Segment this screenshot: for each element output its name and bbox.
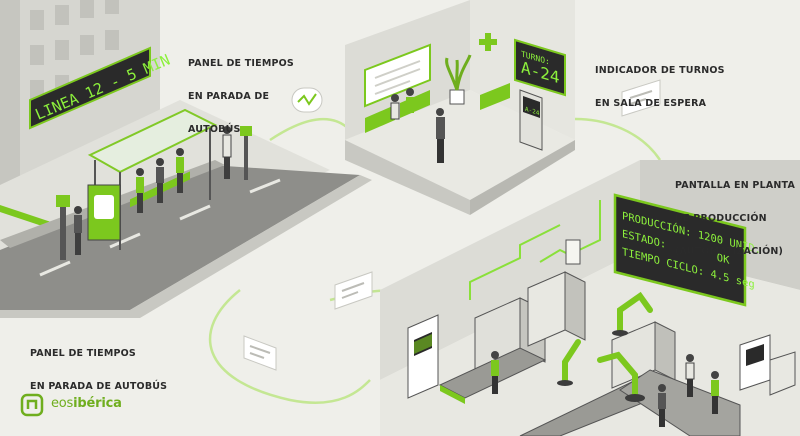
label-bus-bottom-line-2: EN PARADA DE AUTOBÚS bbox=[30, 381, 168, 392]
control-cabinet bbox=[407, 314, 439, 399]
brand-logo: eosibérica bbox=[46, 396, 122, 411]
factory-workers bbox=[491, 351, 719, 427]
production-display: PRODUCCIÓN: 1200 UNID. ESTADO: OK TIEMPO… bbox=[613, 193, 761, 307]
robot-arm bbox=[562, 291, 653, 398]
label-bus-top: PANEL DE TIEMPOS EN PARADA DE AUTOBÚS bbox=[188, 36, 294, 146]
brand-name: eosibérica bbox=[51, 396, 122, 411]
label-bus-top-line-2: EN PARADA DE bbox=[188, 91, 270, 102]
factory-machines bbox=[474, 271, 676, 389]
label-waiting-line-1: INDICADOR DE TURNOS bbox=[595, 65, 725, 76]
operator-console bbox=[739, 334, 796, 396]
plant-icon bbox=[445, 54, 472, 105]
label-bus-bottom-line-1: PANEL DE TIEMPOS bbox=[30, 348, 136, 359]
label-factory-line-3: (AUTOMATIZACIÓN) bbox=[675, 246, 784, 257]
kiosk-value: A-24 bbox=[525, 106, 540, 118]
waiting-passengers bbox=[74, 126, 232, 255]
label-waiting-room: INDICADOR DE TURNOS EN SALA DE ESPERA bbox=[595, 43, 725, 120]
bus-stop-scene: LINEA 12 - 5 MIN bbox=[0, 0, 372, 318]
label-factory: PANTALLA EN PLANTA DE PRODUCCIÓN (AUTOMA… bbox=[675, 158, 795, 268]
waiting-people bbox=[390, 88, 445, 163]
waiting-room-scene: TURNO: A-24 A-24 bbox=[345, 0, 575, 215]
factory-scene: PRODUCCIÓN: 1200 UNID. ESTADO: OK TIEMPO… bbox=[380, 160, 800, 436]
cross-icon bbox=[479, 33, 497, 51]
label-factory-line-2: DE PRODUCCIÓN bbox=[675, 213, 767, 224]
brand-name-part2: ibérica bbox=[73, 396, 122, 411]
turn-display: TURNO: A-24 bbox=[514, 38, 566, 97]
label-bus-bottom: PANEL DE TIEMPOS EN PARADA DE AUTOBÚS bbox=[30, 326, 167, 403]
chat-bubble-icon-3 bbox=[243, 335, 277, 371]
logo-icon bbox=[20, 393, 44, 417]
label-bus-top-line-3: AUTOBÚS bbox=[188, 124, 241, 135]
turn-kiosk: A-24 bbox=[519, 89, 543, 151]
label-waiting-line-2: EN SALA DE ESPERA bbox=[595, 98, 707, 109]
brand-name-part1: eos bbox=[51, 396, 74, 411]
label-bus-top-line-1: PANEL DE TIEMPOS bbox=[188, 58, 294, 69]
chat-bubble-icon bbox=[621, 79, 661, 117]
chat-bubble-icon-2 bbox=[334, 271, 373, 310]
wave-bubble-icon bbox=[291, 87, 323, 113]
label-factory-line-1: PANTALLA EN PLANTA bbox=[675, 180, 796, 191]
